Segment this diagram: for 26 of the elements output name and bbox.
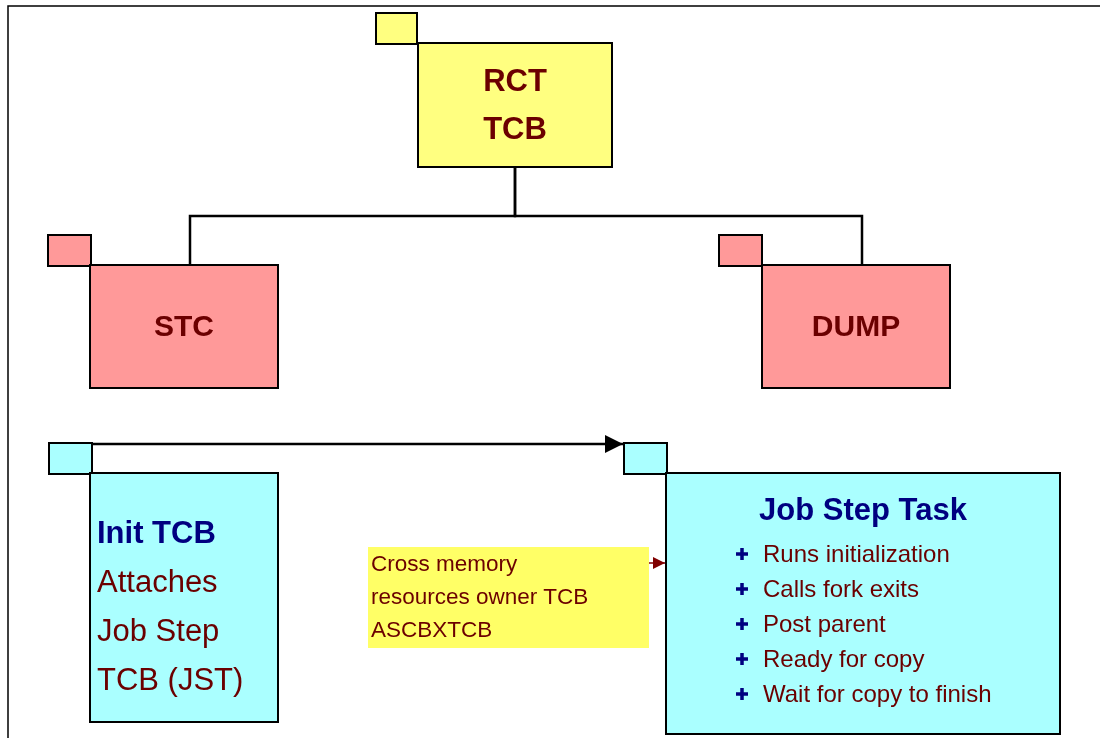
task-box [665,472,1061,735]
list-item: Wait for copy to finish [763,679,992,709]
box-description: Attaches Job Step TCB (JST) [97,563,245,699]
tab-box [375,12,418,45]
tab-box [718,234,763,267]
list-item: Calls fork exits [763,574,920,604]
task-box [761,264,951,389]
list-item: Runs initialization [763,539,950,569]
box-title: RCT TCB [482,61,548,148]
task-box [89,264,279,389]
task-box [89,472,279,723]
tab-box [48,442,93,475]
connector-line [513,168,864,264]
note-box [368,547,649,648]
arrow [93,435,623,453]
note-text: Cross memory resources owner TCB ASCBXTCB [371,550,590,644]
tab-box [623,442,668,475]
list-item: Post parent [763,609,886,639]
box-title: Job Step Task [758,492,968,528]
box-title: Init TCB [97,514,217,552]
box-title: STC [154,308,214,345]
tab-box [47,234,92,267]
task-box [417,42,613,168]
arrow [648,557,666,569]
list-item: Ready for copy [763,644,925,674]
box-title: DUMP [811,308,901,345]
